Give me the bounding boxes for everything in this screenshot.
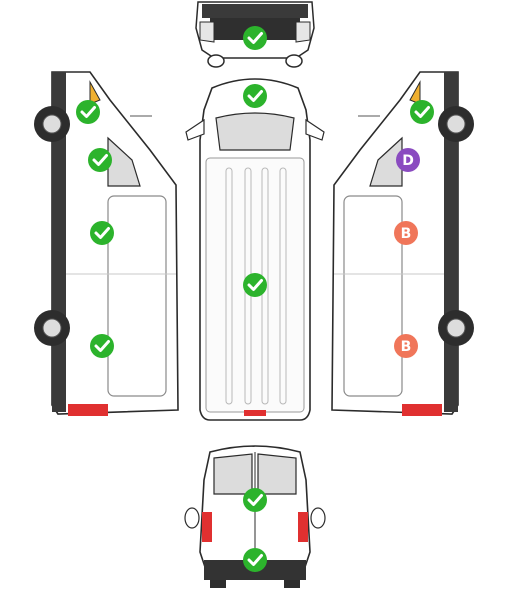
right-tail-light [402, 404, 442, 416]
checkmark-icon [92, 154, 108, 166]
damage-code-label: D [402, 153, 414, 169]
marker-badge [243, 84, 267, 108]
front-right-mirror [285, 54, 303, 68]
rear-right-light [298, 512, 308, 542]
right-sliding-door [343, 195, 403, 397]
damage-code-label: B [401, 226, 412, 242]
marker-badge [243, 488, 267, 512]
checkmark-icon [247, 494, 263, 506]
windshield [215, 112, 295, 151]
marker-badge [410, 100, 434, 124]
left-cab-window [107, 136, 141, 187]
front-bumper [202, 4, 308, 18]
marker-rear-doors[interactable] [243, 488, 267, 512]
marker-roof-front[interactable] [243, 84, 267, 108]
marker-badge [90, 334, 114, 358]
marker-right-side-panel[interactable]: B [394, 221, 418, 245]
marker-rear-bumper[interactable] [243, 548, 267, 572]
roof-brake-light [244, 410, 266, 416]
rear-right-window [257, 453, 297, 495]
front-right-headlight [295, 21, 311, 43]
marker-badge [394, 221, 418, 245]
marker-left-side-panel[interactable] [90, 221, 114, 245]
marker-badge [243, 273, 267, 297]
marker-badge [396, 148, 420, 172]
rear-right-mirror [310, 507, 326, 529]
checkmark-icon [414, 106, 430, 118]
rear-right-tyre [284, 580, 300, 588]
left-indicator [89, 80, 101, 105]
checkmark-icon [94, 340, 110, 352]
checkmark-icon [247, 90, 263, 102]
rear-left-light [202, 512, 212, 542]
marker-right-rear-panel[interactable]: B [394, 334, 418, 358]
front-left-mirror [207, 54, 225, 68]
top-left-mirror [185, 118, 205, 141]
rear-left-window [213, 453, 253, 495]
checkmark-icon [247, 279, 263, 291]
marker-badge [243, 26, 267, 50]
marker-front-grille[interactable] [243, 26, 267, 50]
top-right-mirror [305, 118, 325, 141]
left-side-view [34, 71, 179, 416]
checkmark-icon [80, 106, 96, 118]
marker-left-rear-panel[interactable] [90, 334, 114, 358]
right-indicator [409, 80, 421, 105]
marker-left-cab-window[interactable] [88, 148, 112, 172]
damage-code-label: B [401, 339, 412, 355]
checkmark-icon [247, 32, 263, 44]
left-tail-light [68, 404, 108, 416]
marker-badge [243, 548, 267, 572]
marker-badge [88, 148, 112, 172]
marker-badge [90, 221, 114, 245]
top-view [185, 78, 325, 421]
front-left-headlight [199, 21, 215, 43]
rear-left-tyre [210, 580, 226, 588]
left-sliding-door [107, 195, 167, 397]
checkmark-icon [94, 227, 110, 239]
rear-left-mirror [184, 507, 200, 529]
marker-roof-main[interactable] [243, 273, 267, 297]
checkmark-icon [247, 554, 263, 566]
inspection-markers: D B B [76, 26, 434, 572]
marker-left-front-wheel[interactable] [76, 100, 100, 124]
marker-right-front-wheel[interactable] [410, 100, 434, 124]
marker-right-cab-door[interactable]: D [396, 148, 420, 172]
marker-badge [76, 100, 100, 124]
marker-badge [394, 334, 418, 358]
